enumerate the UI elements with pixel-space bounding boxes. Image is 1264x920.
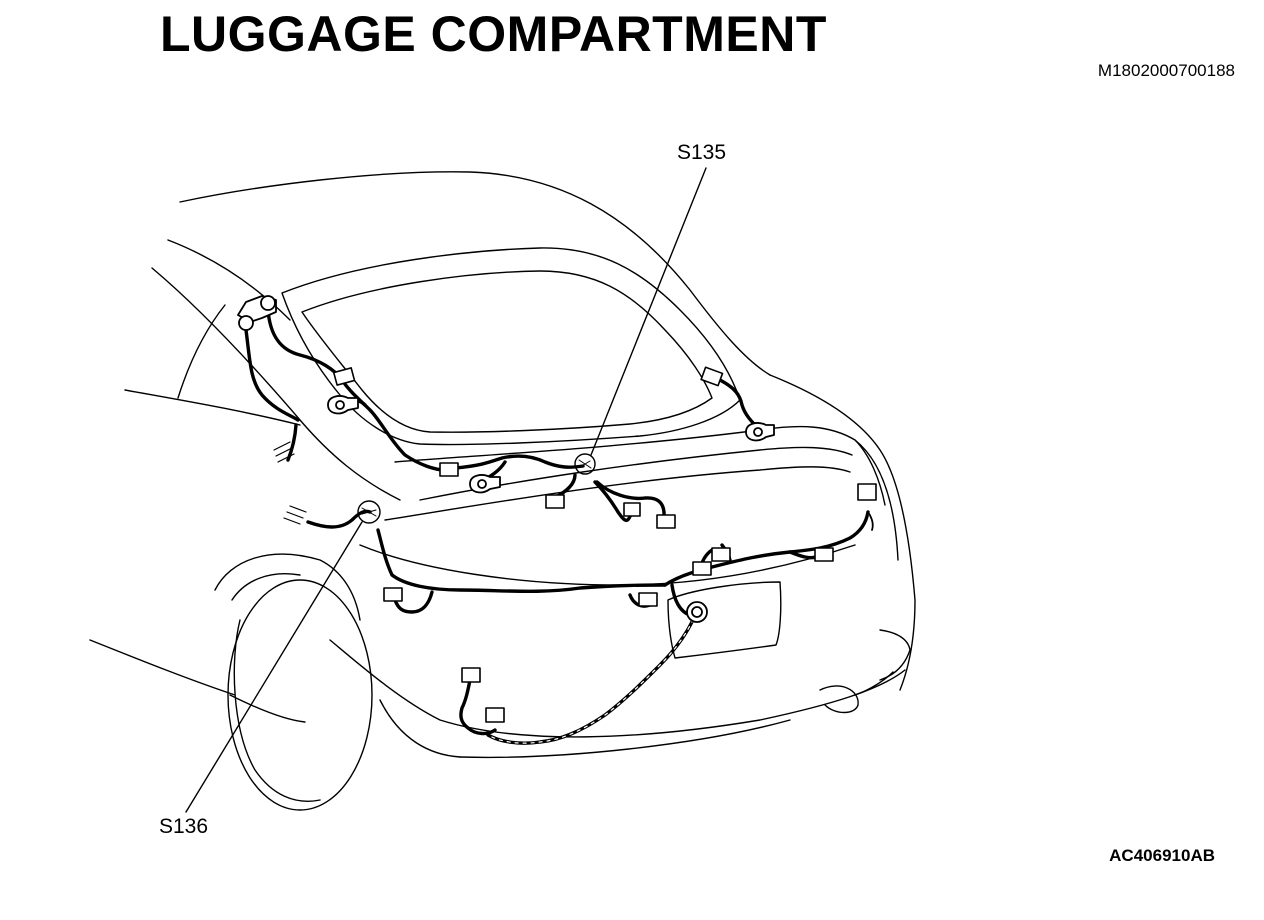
page-title: LUGGAGE COMPARTMENT	[160, 6, 827, 62]
harness-deck	[453, 454, 585, 470]
connector	[545, 494, 565, 509]
corrugated-tube	[487, 611, 697, 744]
connector	[700, 366, 724, 387]
grommet	[238, 315, 254, 331]
leader-line-s135	[590, 167, 707, 456]
connector	[638, 592, 658, 607]
harness-left-upper	[266, 308, 447, 472]
splice-callouts	[185, 167, 707, 813]
connector	[383, 587, 403, 602]
connectors	[332, 366, 877, 723]
connector	[485, 707, 505, 723]
connector	[656, 514, 676, 529]
splice-s135-marker	[574, 453, 596, 475]
harness-open-ends	[273, 441, 307, 525]
harness-lower-main	[376, 528, 667, 593]
callout-label-s136: S136	[159, 815, 209, 838]
harness-left-pillar	[244, 328, 300, 422]
connector	[814, 547, 834, 562]
connector	[711, 547, 731, 562]
figure-id: AC406910AB	[1109, 846, 1215, 865]
leader-line-s136	[185, 521, 363, 813]
harness-s136	[286, 423, 298, 462]
callout-label-s135: S135	[677, 141, 727, 164]
connector	[857, 483, 877, 501]
connector	[623, 502, 641, 517]
splice-s136-marker	[357, 500, 381, 524]
car-body-outline	[89, 171, 916, 811]
connector	[461, 667, 481, 683]
connector	[692, 561, 712, 576]
document-id: M1802000700188	[1097, 61, 1235, 80]
ground-terminals	[237, 295, 874, 623]
connector	[332, 367, 356, 386]
grommet	[260, 295, 276, 311]
connector	[439, 462, 459, 477]
